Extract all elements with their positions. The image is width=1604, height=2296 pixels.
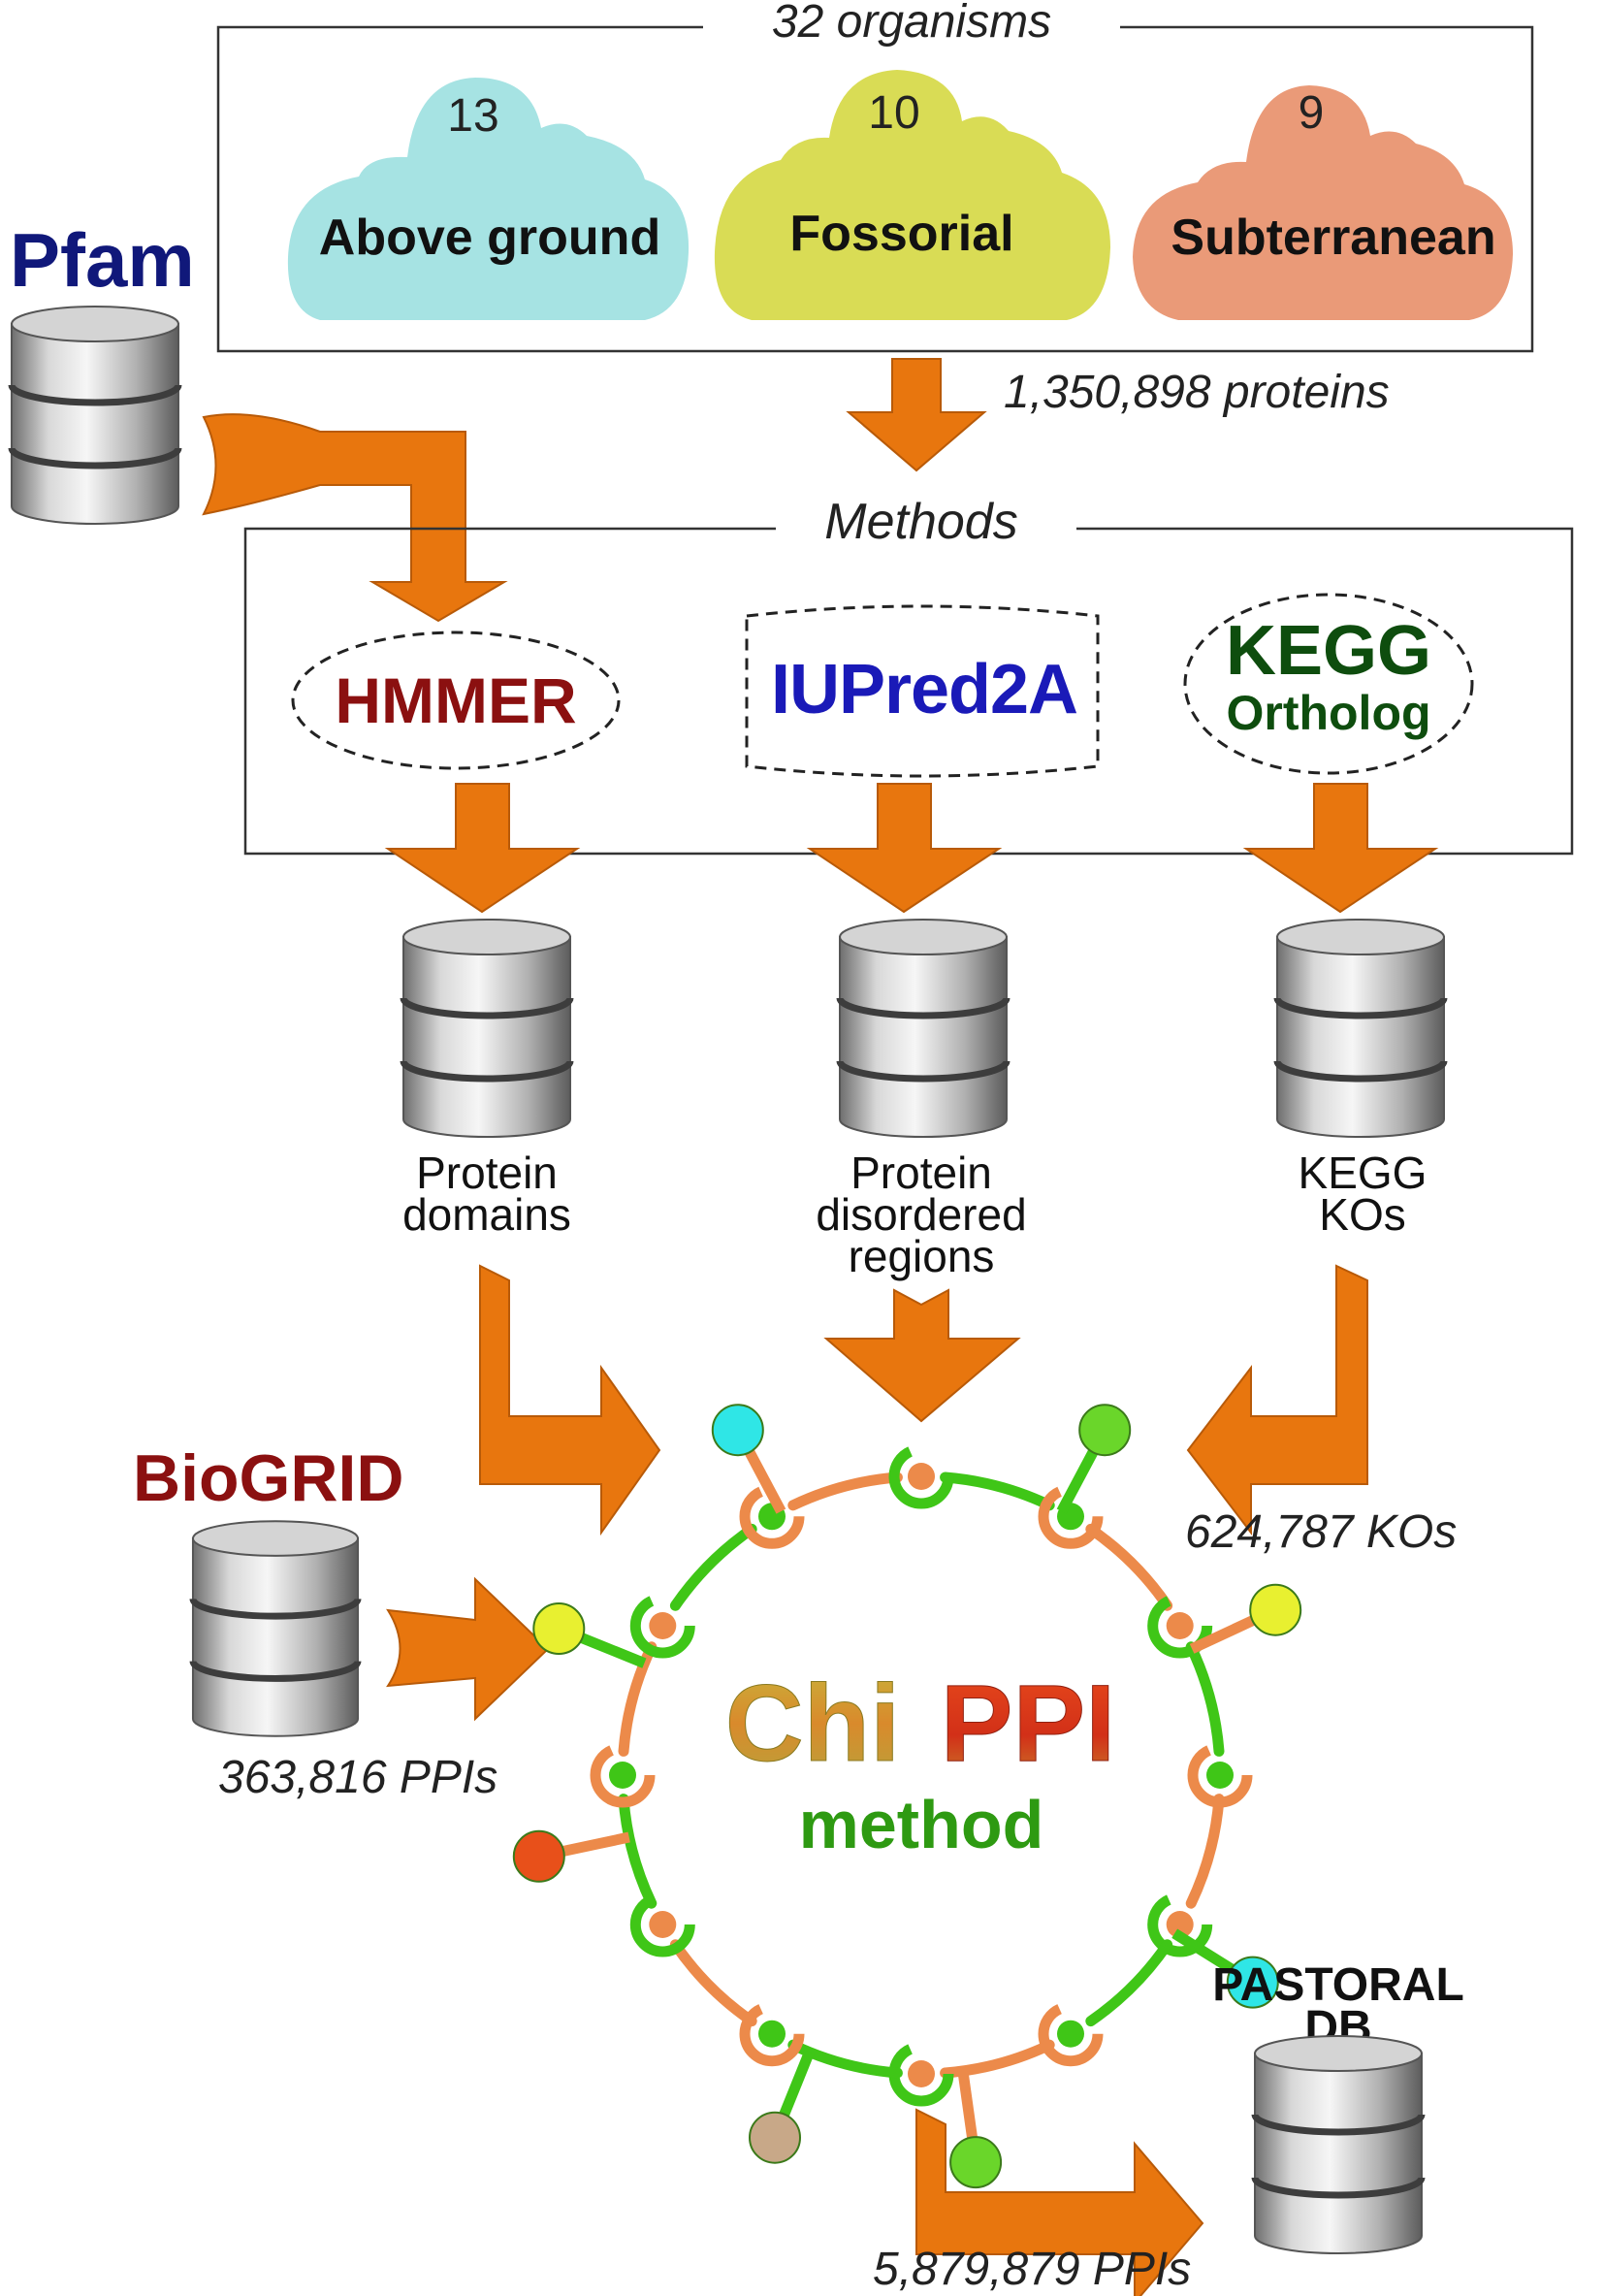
ring-socket xyxy=(1147,1892,1213,1957)
ring-ball xyxy=(1166,1612,1194,1639)
ring-segment xyxy=(1185,1641,1225,1757)
ring-node xyxy=(532,1602,586,1655)
disordered-label-2: disordered xyxy=(816,1189,1026,1240)
kos-count: 624,787 KOs xyxy=(1185,1506,1457,1558)
ring-ball xyxy=(908,1463,935,1490)
biogrid-label: BioGRID xyxy=(133,1441,404,1515)
ring-node xyxy=(749,2111,801,2164)
ring-ball xyxy=(1057,2020,1084,2048)
arrow-disordered-to-chippi xyxy=(823,1288,1021,1423)
chippi-ring xyxy=(512,1404,1302,2189)
ring-socket xyxy=(629,1593,695,1659)
label-fossorial: Fossorial xyxy=(789,206,1013,262)
ring-segment xyxy=(940,1471,1055,1511)
domains-label-1: Protein xyxy=(416,1148,558,1198)
protein-domains-db-icon xyxy=(403,920,570,1137)
iupred-label: IUPred2A xyxy=(771,651,1077,728)
ring-node xyxy=(949,2136,1003,2189)
ring-socket xyxy=(1038,1483,1104,1549)
count-subterranean: 9 xyxy=(1299,87,1325,139)
kos-label-2: KOs xyxy=(1319,1189,1405,1240)
ring-socket xyxy=(739,1483,805,1549)
cloud-above-ground xyxy=(287,78,690,320)
ring-segment xyxy=(618,1641,658,1757)
proteins-count: 1,350,898 proteins xyxy=(1004,367,1390,418)
disordered-label-3: regions xyxy=(849,1231,995,1281)
label-above-ground: Above ground xyxy=(319,210,660,266)
kegg-ortholog-badge xyxy=(1183,593,1474,775)
ring-ball xyxy=(649,1911,677,1938)
hmmer-label: HMMER xyxy=(335,664,576,736)
biogrid-count: 363,816 PPIs xyxy=(218,1752,497,1803)
kos-label-1: KEGG xyxy=(1299,1148,1428,1198)
ring-ball xyxy=(908,2060,935,2087)
ring-ball xyxy=(649,1612,677,1639)
ring-segment xyxy=(1085,1939,1173,2027)
ring-segment xyxy=(618,1794,658,1909)
ring-node xyxy=(711,1404,764,1457)
organisms-title: 32 organisms xyxy=(772,0,1051,48)
arrow-biogrid-to-chippi xyxy=(386,1576,550,1722)
ring-node xyxy=(1226,1956,1279,2009)
ring-socket xyxy=(629,1892,695,1957)
count-above-ground: 13 xyxy=(447,90,498,142)
arrow-kegg-to-kos xyxy=(1242,783,1439,914)
iupred-badge xyxy=(745,604,1100,778)
pfam-label: Pfam xyxy=(10,217,195,303)
biogrid-database-icon xyxy=(193,1521,358,1736)
arrow-hmmer-to-domains xyxy=(384,783,581,914)
disordered-regions-db-icon xyxy=(840,920,1007,1137)
disordered-label-1: Protein xyxy=(850,1148,992,1198)
ring-ball xyxy=(609,1762,636,1789)
hmmer-badge xyxy=(291,631,621,770)
label-subterranean: Subterranean xyxy=(1171,210,1495,266)
ring-socket xyxy=(739,2001,805,2067)
chippi-chi-label: Chi xyxy=(725,1663,900,1784)
chippi-ppi-label: PPI xyxy=(941,1663,1116,1784)
ring-socket xyxy=(590,1742,656,1808)
ring-segment xyxy=(669,1523,757,1611)
cloud-subterranean xyxy=(1133,85,1513,320)
pfam-database-icon xyxy=(12,307,178,524)
kegg-kos-db-icon xyxy=(1277,920,1444,1137)
ring-segment xyxy=(1085,1523,1173,1611)
pastoral-database-icon xyxy=(1255,2036,1422,2253)
arrow-pfam-to-hmmer xyxy=(202,413,508,623)
arrow-iupred-to-disordered xyxy=(806,783,1003,914)
ring-socket xyxy=(1147,1593,1213,1659)
cloud-fossorial xyxy=(714,70,1110,320)
ring-segment xyxy=(1185,1794,1225,1909)
ring-node xyxy=(1249,1583,1302,1636)
count-fossorial: 10 xyxy=(868,87,919,139)
ring-node xyxy=(512,1829,565,1883)
ring-ball xyxy=(758,2020,786,2048)
ortholog-label: Ortholog xyxy=(1226,686,1430,740)
ring-ball xyxy=(1206,1762,1234,1789)
kegg-label: KEGG xyxy=(1226,612,1431,690)
ring-node xyxy=(1078,1404,1132,1457)
pastoral-label-1: PASTORAL xyxy=(1212,1959,1464,2011)
ring-segment xyxy=(940,2039,1055,2079)
ring-ball xyxy=(1166,1911,1194,1938)
arrow-chippi-to-pastoral xyxy=(915,2108,1204,2296)
ring-socket xyxy=(1038,2001,1104,2067)
ring-segment xyxy=(787,1471,903,1511)
domains-label-2: domains xyxy=(402,1189,571,1240)
arrow-organisms-to-methods xyxy=(846,358,987,472)
ring-segment xyxy=(669,1939,757,2027)
ring-segment xyxy=(787,2039,903,2079)
chippi-method-label: method xyxy=(799,1787,1044,1862)
arrow-kos-to-chippi xyxy=(1186,1264,1368,1536)
arrow-domains-to-chippi xyxy=(479,1264,661,1536)
methods-title: Methods xyxy=(824,494,1017,550)
final-ppi-count: 5,879,879 PPIs xyxy=(873,2244,1191,2295)
ring-socket xyxy=(888,1443,954,1509)
